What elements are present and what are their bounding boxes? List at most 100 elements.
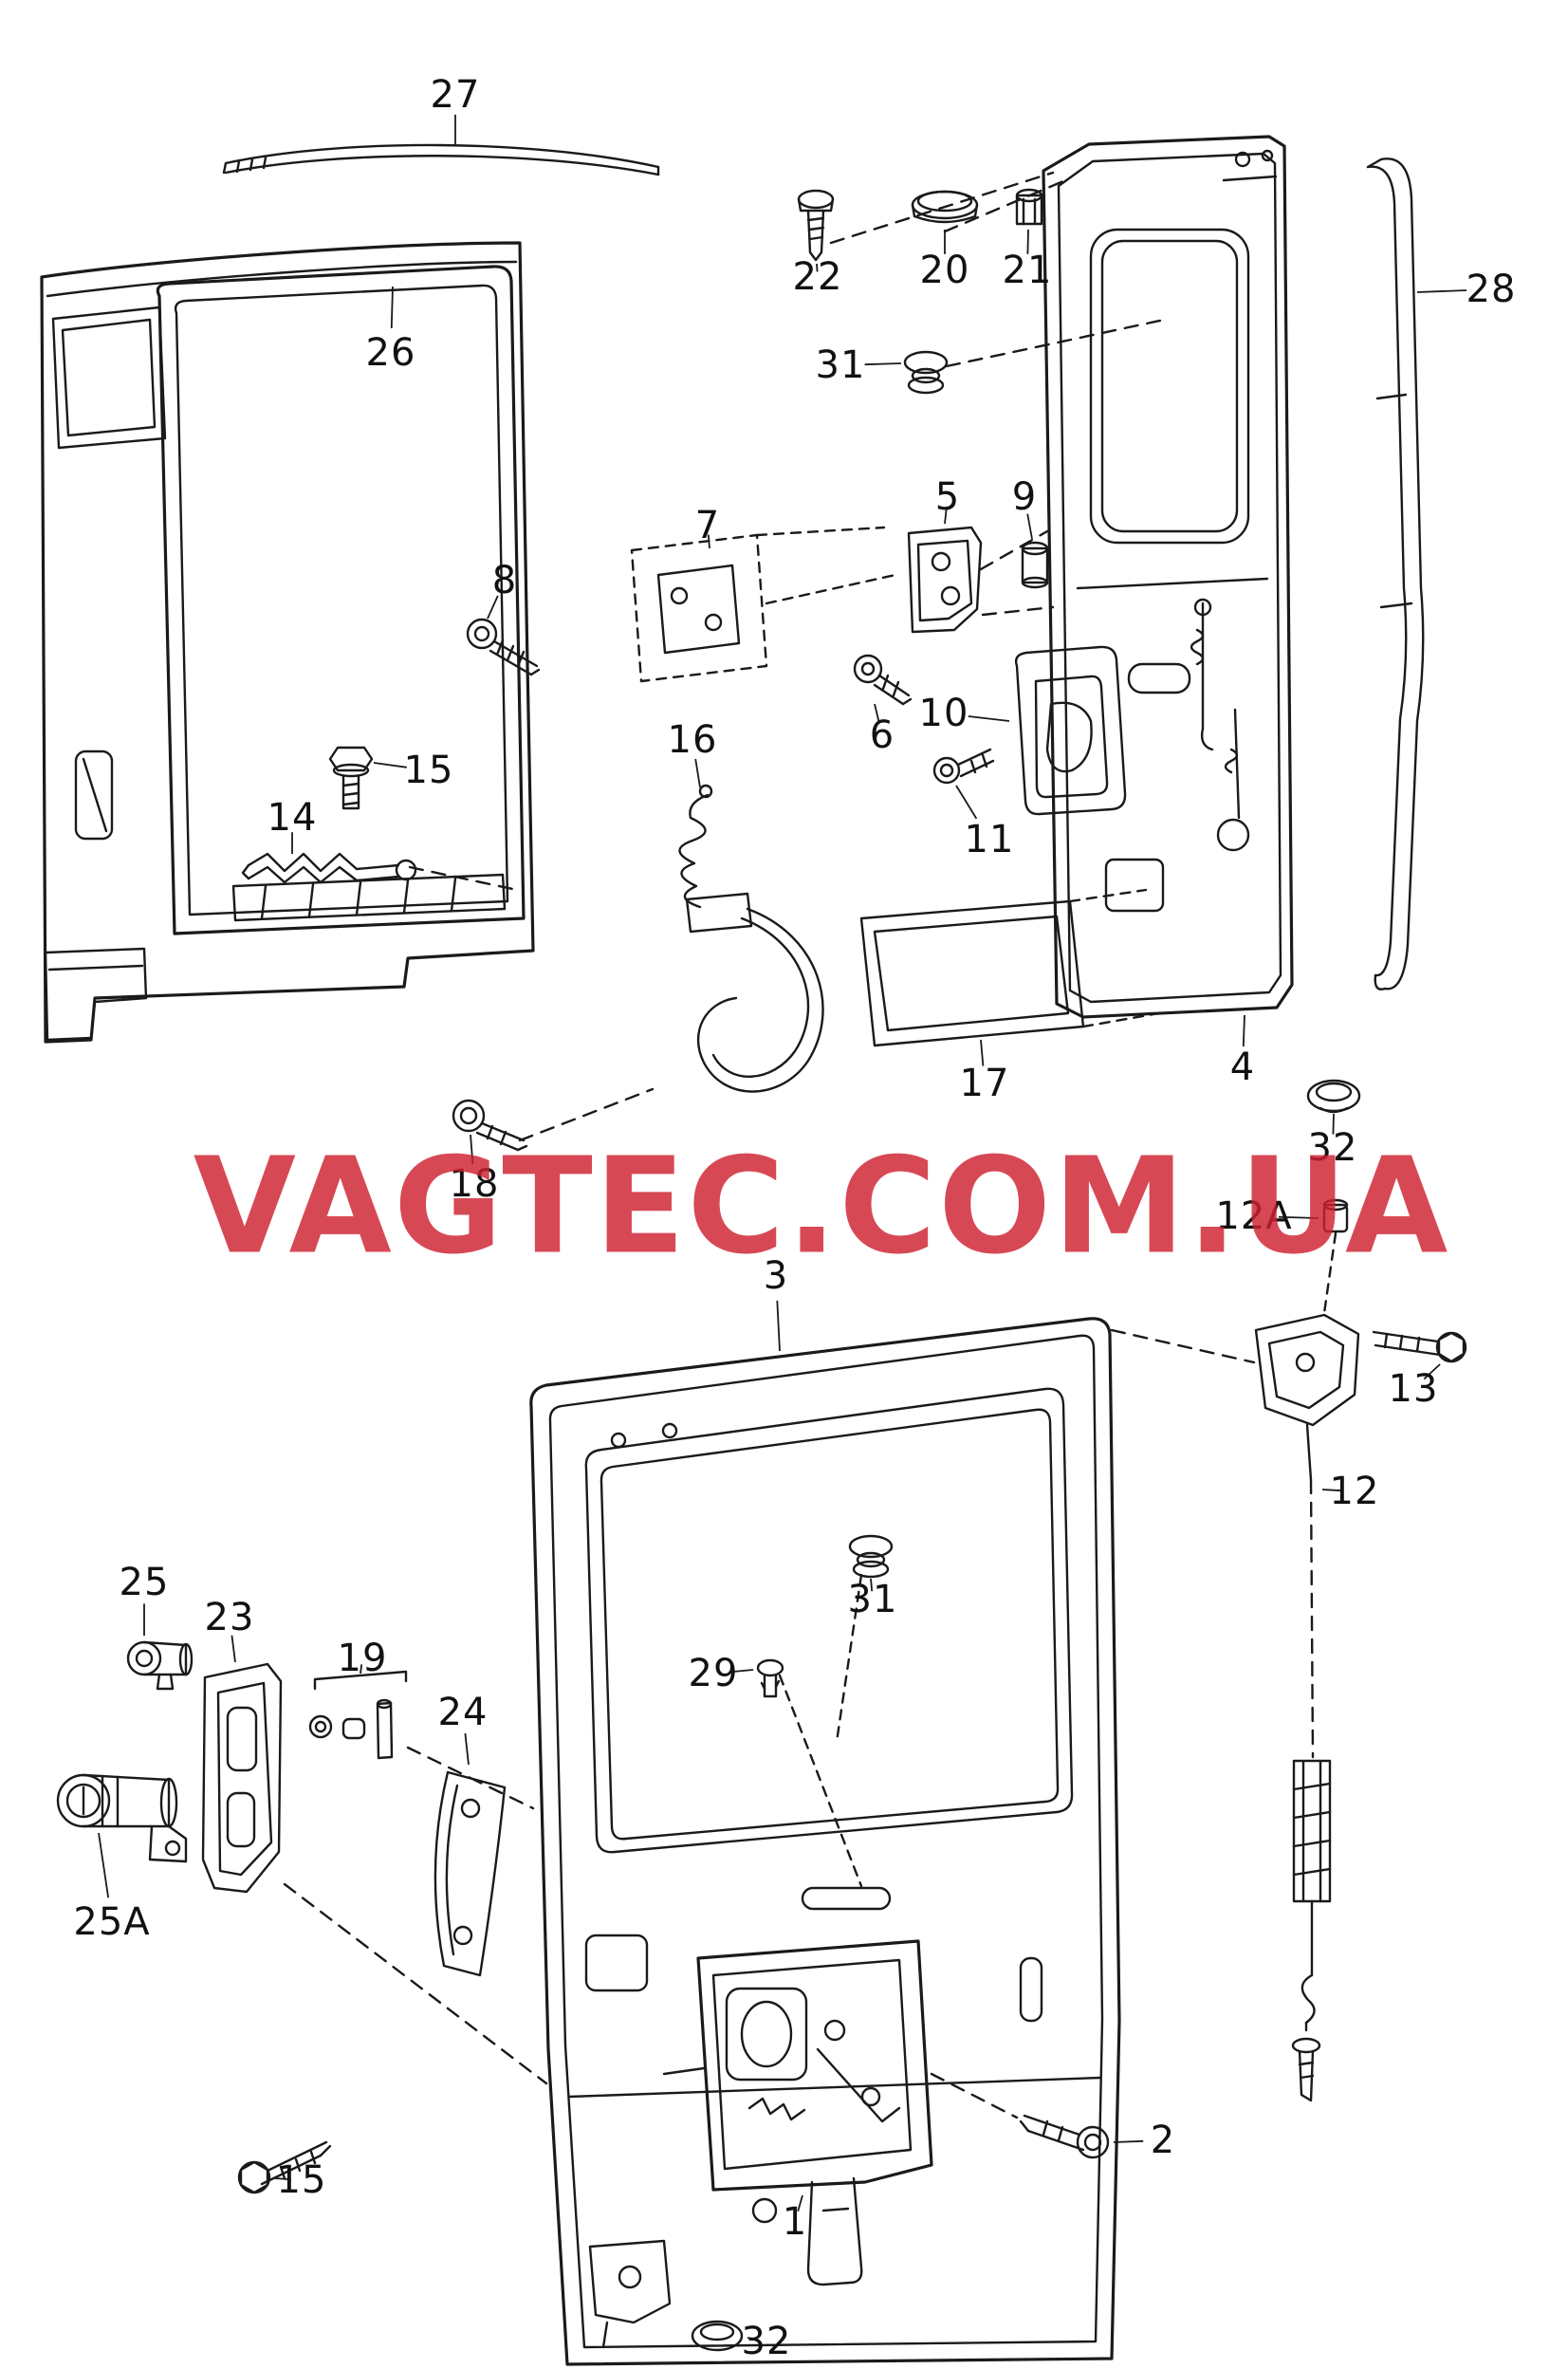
screw-6: [853, 654, 913, 706]
part-label-12: 12: [1329, 1470, 1380, 1513]
grommet-31-top: [903, 350, 949, 395]
leader-line-13: [1423, 1363, 1441, 1380]
part-label-31b: 31: [847, 1578, 898, 1621]
lock-rod-assembly: [1254, 1198, 1467, 2102]
screw-22: [797, 189, 835, 262]
screw-8: [466, 618, 541, 676]
fastener-group-19: [308, 1670, 408, 1760]
part-label-28: 28: [1466, 268, 1517, 311]
part-label-17: 17: [959, 1062, 1010, 1105]
part-label-26: 26: [365, 331, 416, 375]
grommet-31-bottom: [835, 1534, 894, 1744]
hinge-bushing: [1021, 541, 1049, 589]
leader-line-31a: [864, 362, 902, 366]
part-label-15a: 15: [403, 749, 454, 792]
part-label-3: 3: [763, 1254, 789, 1298]
part-label-1: 1: [782, 2200, 808, 2244]
part-label-7: 7: [694, 504, 721, 547]
sliding-door-frame: [529, 1317, 1121, 2366]
roof-drip-strip: [222, 143, 660, 176]
screw-18: [452, 1099, 528, 1152]
door-lock-assembly: [662, 1939, 933, 2286]
lock-cylinder-25: [126, 1640, 194, 1691]
leader-line-18: [470, 1134, 474, 1165]
part-label-16: 16: [667, 718, 718, 762]
clip-29: [756, 1658, 863, 1888]
leader-line-9: [1026, 513, 1033, 540]
leader-line-19: [360, 1664, 363, 1675]
leader-line-15b: [274, 2177, 291, 2181]
leader-line-12A: [1278, 1215, 1319, 1219]
leader-line-16: [694, 758, 701, 788]
part-label-8: 8: [491, 559, 518, 602]
part-label-19: 19: [337, 1637, 388, 1680]
cap-20: [911, 190, 979, 224]
part-label-22: 22: [792, 255, 843, 299]
part-label-11: 11: [964, 818, 1015, 861]
plug-32-top: [1306, 1079, 1361, 1114]
lock-spring-16: [678, 784, 824, 1093]
part-label-20: 20: [919, 249, 970, 292]
leader-line-25A: [98, 1832, 110, 1898]
part-label-27: 27: [430, 73, 481, 117]
part-label-5: 5: [934, 475, 961, 519]
part-label-24: 24: [437, 1691, 489, 1734]
screw-2: [1019, 2114, 1110, 2159]
leader-line-32a: [1332, 1113, 1335, 1135]
part-label-13: 13: [1388, 1367, 1439, 1411]
linkage-rod-14: [241, 852, 417, 884]
part-label-9: 9: [1011, 475, 1038, 519]
part-label-6: 6: [869, 713, 895, 757]
gasket-24: [434, 1770, 507, 1977]
part-label-23: 23: [204, 1596, 255, 1639]
leader-line-22: [816, 263, 819, 272]
door-seal: [1366, 157, 1425, 990]
part-label-21: 21: [1002, 249, 1053, 292]
leader-line-26: [390, 286, 394, 329]
screw-11: [932, 748, 995, 785]
access-panel-17: [859, 888, 1161, 1047]
rear-door-panel: [1042, 135, 1294, 1019]
leader-line-24: [464, 1732, 470, 1766]
part-label-12A: 12A: [1215, 1194, 1293, 1238]
plug-32-bottom: [691, 2320, 744, 2352]
part-label-29: 29: [688, 1652, 739, 1695]
leader-line-29: [729, 1669, 754, 1674]
leader-line-7: [707, 534, 710, 549]
leader-line-1: [797, 2194, 803, 2212]
part-label-15b: 15: [276, 2158, 327, 2202]
leader-line-28: [1416, 289, 1467, 293]
part-label-32b: 32: [741, 2320, 792, 2363]
leader-line-6: [874, 703, 880, 724]
part-label-18: 18: [449, 1162, 500, 1206]
part-label-14: 14: [267, 796, 318, 840]
part-label-31a: 31: [815, 343, 866, 387]
leader-line-5: [944, 508, 948, 525]
construction-lines: [283, 171, 1256, 2119]
part-label-4: 4: [1229, 1046, 1256, 1089]
handle-bracket-23: [201, 1662, 283, 1894]
part-label-25: 25: [119, 1561, 170, 1604]
leader-line-15a: [373, 762, 407, 768]
leader-line-17: [980, 1039, 985, 1066]
leader-line-3: [776, 1300, 781, 1352]
leader-line-31b: [870, 1578, 874, 1592]
lock-cylinder-25A: [56, 1773, 188, 1863]
hinge-bracket: [907, 526, 983, 634]
bolt-15-bottom: [237, 2140, 332, 2194]
part-label-2: 2: [1150, 2119, 1176, 2162]
leader-line-21: [1026, 229, 1029, 254]
leader-line-23: [231, 1635, 236, 1663]
leader-line-8: [487, 595, 499, 620]
handle-bezel: [1014, 645, 1127, 816]
bolt-15-top: [328, 746, 374, 810]
leader-line-4: [1242, 1014, 1245, 1047]
leader-line-2: [1113, 2139, 1144, 2143]
leader-line-32b: [747, 2337, 760, 2341]
van-body-outline: [40, 241, 535, 1044]
hinge-backing-plate: [630, 526, 897, 683]
leader-line-11: [955, 785, 978, 820]
